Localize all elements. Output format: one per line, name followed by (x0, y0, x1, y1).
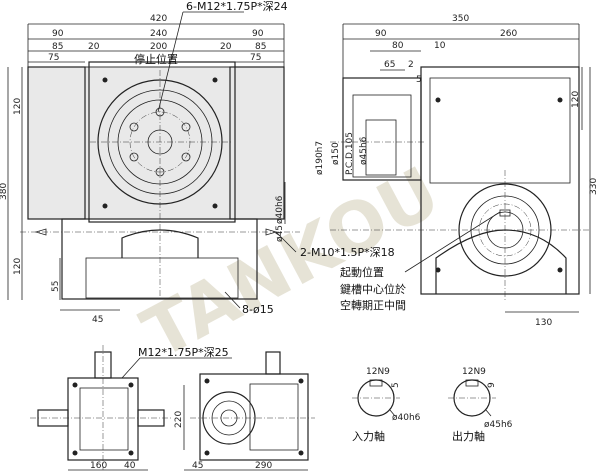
label-keyway-1: 鍵槽中心位於 (340, 282, 406, 296)
side-housing (420, 66, 580, 295)
dim-65: 65 (384, 60, 395, 70)
dim-200: 200 (150, 42, 167, 52)
dim-350: 350 (452, 14, 469, 24)
dim-dia40: ø40h6 (275, 195, 285, 224)
dim-330: 330 (589, 178, 599, 195)
dim-output-dia45: ø45h6 (484, 420, 513, 430)
label-stop-position: 停止位置 (134, 52, 178, 66)
front-base (61, 218, 258, 300)
label-start-position: 起動位置 (340, 265, 384, 279)
side-housing-upper (429, 77, 571, 184)
dim-9-key: 9 (487, 382, 497, 388)
output-keyway (465, 379, 479, 387)
dim-90-right: 90 (252, 29, 264, 39)
dim-120-bottom: 120 (13, 258, 23, 275)
dim-45-bottom: 45 (92, 315, 103, 325)
side-base (435, 229, 567, 294)
bottom-left-view: M12*1.75P*深25 160 40 (30, 345, 232, 471)
dim-75-right: 75 (250, 53, 261, 63)
dim-55: 55 (51, 281, 61, 292)
dim-20-left: 20 (88, 42, 100, 52)
bl-bolt-holes (72, 382, 134, 456)
dim-20-right: 20 (220, 42, 232, 52)
input-keyway (369, 379, 383, 387)
dim-5: 5 (416, 75, 422, 85)
label-8-holes: 8-ø15 (242, 303, 274, 316)
input-shaft-detail: 12N9 5 ø40h6 入力軸 (352, 367, 421, 443)
dim-85-left: 85 (52, 42, 63, 52)
dim-2: 2 (408, 60, 414, 70)
dim-130: 130 (535, 318, 552, 328)
dim-12n9-out: 12N9 (462, 367, 486, 377)
bm-body (199, 373, 309, 461)
dim-85-right: 85 (255, 42, 266, 52)
dim-dia45h6: ø45h6 (359, 136, 369, 165)
dim-45-bm: 45 (192, 461, 203, 471)
front-base-inner (85, 257, 239, 299)
bm-bolt-holes (204, 378, 304, 456)
label-keyway-2: 空轉期正中間 (340, 298, 406, 312)
dim-120-top: 120 (13, 98, 23, 115)
bottom-middle-view: 220 45 290 (174, 351, 315, 471)
dim-160: 160 (90, 461, 107, 471)
dim-pcd105: P.C.D.105 (345, 132, 355, 175)
bl-inner (79, 387, 129, 451)
side-dimensions: 350 90 260 80 10 65 2 5 ø190h7 ø150 P.C.… (315, 14, 599, 328)
bm-shaft-top (265, 351, 281, 375)
dim-80: 80 (392, 41, 404, 51)
dim-75-left: 75 (48, 53, 59, 63)
side-bolt-holes (435, 97, 563, 273)
side-view (330, 66, 590, 300)
dim-420: 420 (150, 14, 167, 24)
dim-10: 10 (434, 41, 446, 51)
dim-40: 40 (124, 461, 136, 471)
dim-5-key: 5 (391, 382, 401, 388)
front-left-block (27, 66, 86, 220)
label-tapped-side: 2-M10*1.5P*深18 (300, 246, 395, 259)
front-housing (88, 61, 236, 223)
bm-inner (249, 383, 299, 451)
front-dimensions: 420 90 240 90 85 20 200 20 85 75 75 380 … (0, 14, 286, 325)
side-turntable-inner (352, 94, 412, 178)
dim-dia150: ø150 (331, 142, 341, 165)
dim-220: 220 (174, 411, 184, 428)
dim-12n9-in: 12N9 (366, 367, 390, 377)
dim-dia190: ø190h7 (315, 141, 325, 175)
front-shaft-boss (121, 229, 199, 258)
front-view (20, 61, 300, 300)
label-tapped-bottom: M12*1.75P*深25 (138, 346, 229, 359)
dim-120-right: 120 (571, 91, 581, 108)
dim-90: 90 (375, 29, 387, 39)
dim-input-dia40: ø40h6 (392, 413, 421, 423)
dim-dia45: ø45 (275, 225, 285, 242)
dim-90-left: 90 (52, 29, 64, 39)
dim-380: 380 (0, 183, 9, 200)
dim-260: 260 (500, 29, 517, 39)
dim-240: 240 (150, 29, 167, 39)
output-shaft-detail: 12N9 9 ø45h6 出力軸 (448, 367, 513, 443)
front-labels: 6-M12*1.75P*深24 停止位置 2-M10*1.5P*深18 8-ø1… (134, 0, 395, 316)
label-output-shaft: 出力軸 (452, 429, 485, 443)
label-input-shaft: 入力軸 (352, 429, 385, 443)
side-labels: 起動位置 鍵槽中心位於 空轉期正中間 (340, 211, 501, 312)
side-hub (365, 119, 397, 176)
dim-290: 290 (255, 461, 272, 471)
label-tapped-top: 6-M12*1.75P*深24 (186, 0, 288, 13)
